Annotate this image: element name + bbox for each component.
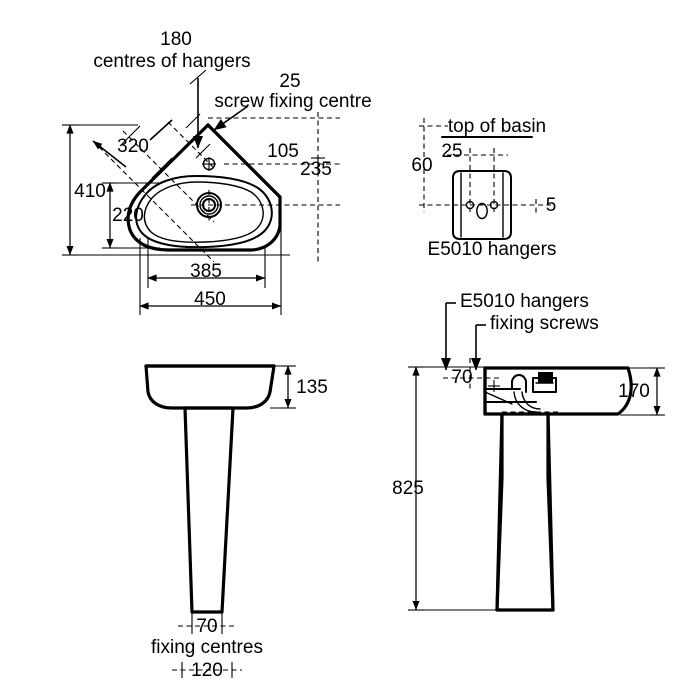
dim-105-group: 105: [267, 141, 325, 171]
leader-e5010-hangers: E5010 hangers: [441, 291, 589, 371]
bracket-plate: [532, 377, 557, 393]
dim-385-text: 385: [190, 261, 222, 282]
front-elevation-group: 135 70 fixing centres 120: [144, 364, 328, 681]
dim-135-group: 135: [270, 365, 328, 409]
dim-70-side-group: 70: [443, 358, 500, 390]
dim-180-group: 180 centres of hangers: [93, 29, 251, 149]
hanger-detail-group: top of basin 60 25 5 E5010 hangers: [411, 116, 556, 260]
dim-235-text: 235: [300, 159, 332, 180]
dim-220-text: 220: [112, 205, 144, 226]
dim-25-text: 25: [279, 71, 300, 92]
side-elevation-group: E5010 hangers fixing screws 70 170: [392, 291, 665, 612]
dim-105-text: 105: [267, 141, 299, 162]
dim-410-text: 410: [74, 181, 106, 202]
waste-curve-2: [521, 391, 541, 410]
hanger-construction-lines: [92, 113, 215, 263]
dim-60-text: 60: [411, 155, 432, 176]
dim-320-group: 320: [92, 119, 173, 168]
pedestal-front: [183, 406, 235, 614]
dim-70-front-group: 70: [178, 612, 236, 637]
dim-120-text: 120: [191, 660, 223, 681]
pedestal-side: [495, 412, 555, 612]
hanger-slot: [476, 202, 488, 220]
bracket-diagonal: [484, 391, 513, 405]
dim-825-text: 825: [392, 478, 424, 499]
plan-view-group: 320 180 centres of hangers 25 screw fixi…: [62, 29, 372, 315]
basin-bowl-rim: [135, 175, 273, 249]
leader-fixing-screws: fixing screws: [471, 313, 599, 371]
dim-410-group: 410: [62, 124, 290, 256]
plan-centre-lines: [191, 112, 340, 262]
basin-body-side: [483, 366, 633, 416]
waste-curve-1: [513, 391, 537, 413]
dim-170-group: 170: [618, 367, 665, 416]
pedestal-side-left-edge: [495, 412, 504, 612]
dim-180-text: 180: [160, 29, 192, 50]
dim-170-text: 170: [618, 381, 650, 402]
dim-450-text: 450: [194, 289, 226, 310]
e5010-hangers-label: E5010 hangers: [460, 291, 589, 312]
bracket-hook: [511, 374, 527, 393]
top-of-basin-label: top of basin: [448, 116, 546, 137]
fixing-screws-label: fixing screws: [490, 313, 599, 334]
dim-320-text: 320: [117, 136, 149, 157]
pedestal-side-right-edge: [546, 412, 555, 612]
dim-220-group: 220: [102, 182, 160, 249]
basin-body-front: [144, 364, 276, 410]
screw-fixing-hole-symbol: [202, 157, 216, 171]
hanger-bracket-detail-side: [484, 372, 560, 413]
dim-70-front-text: 70: [196, 616, 217, 637]
dim-25-hanger-text: 25: [441, 141, 462, 162]
dim-385-group: 385: [147, 238, 266, 288]
dim-235-group: 235: [300, 159, 332, 180]
dim-70-side-text: 70: [451, 367, 472, 388]
dim-120-group: 120: [172, 660, 242, 681]
e5010-hangers-caption: E5010 hangers: [428, 239, 557, 260]
dim-25-screw-group: 25 screw fixing centre: [213, 71, 372, 131]
screw-fixing-centre-label: screw fixing centre: [214, 91, 371, 112]
fixing-centres-label: fixing centres: [151, 637, 263, 658]
dim-135-text: 135: [296, 377, 328, 398]
dim-5-text: 5: [546, 195, 557, 216]
hanger-body: [452, 170, 512, 240]
dim-450-group: 450: [139, 213, 282, 315]
dim-825-group: 825: [392, 366, 488, 611]
hanger-centres-label: centres of hangers: [93, 51, 250, 72]
